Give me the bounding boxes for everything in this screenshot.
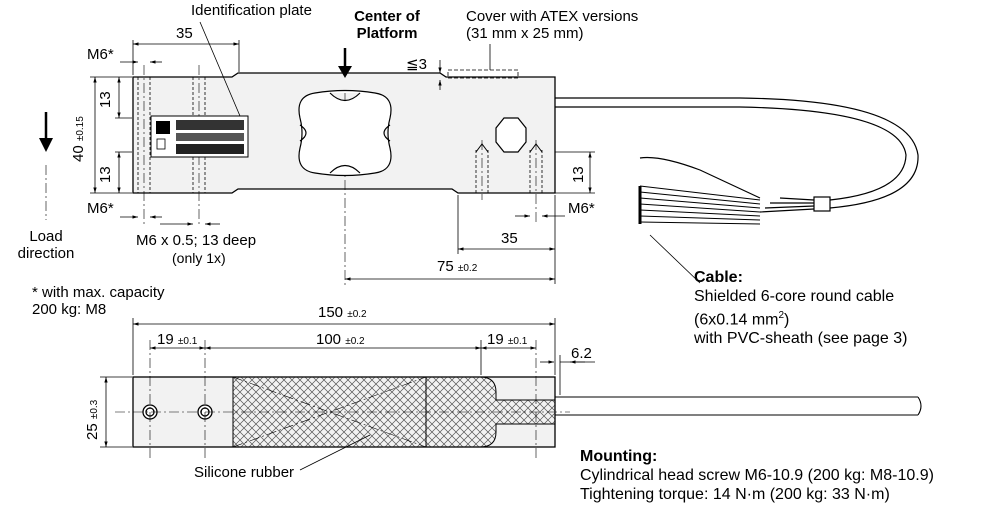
side-view — [132, 376, 922, 448]
dim-13-right: 13 — [570, 166, 587, 183]
load-direction-label: Load direction — [17, 228, 75, 262]
cable-gland-nut — [495, 117, 527, 153]
dim-100: 100 ±0.2 — [316, 331, 365, 348]
dim-25: 25 ±0.3 — [84, 399, 101, 440]
dim-le3: ≦3 — [406, 56, 427, 73]
center-arrow — [338, 48, 352, 78]
identification-plate — [150, 115, 249, 158]
dim-75: 75 ±0.2 — [437, 258, 478, 275]
cable — [555, 97, 919, 225]
top-dimensions — [90, 40, 595, 284]
side-dimensions — [100, 318, 595, 471]
dim-150: 150 ±0.2 — [318, 304, 367, 321]
footnote: * with max. capacity 200 kg: M8 — [32, 284, 165, 318]
dim-19-right: 19 ±0.1 — [487, 331, 528, 348]
dim-13-a: 13 — [97, 91, 114, 108]
dim-13-b: 13 — [97, 166, 114, 183]
load-direction-arrow — [39, 112, 53, 220]
thread-label: M6 x 0.5; 13 deep — [136, 232, 257, 249]
dim-19-left: 19 ±0.1 — [157, 331, 198, 348]
dim-40: 40 ±0.15 — [70, 116, 87, 162]
m6-bottom-left: M6* — [87, 200, 114, 217]
m6-top-left: M6* — [87, 46, 114, 63]
clover-cutout — [298, 89, 392, 177]
m6-bottom-right: M6* — [568, 200, 595, 217]
identification-plate-label: Identification plate — [191, 2, 312, 19]
mounting-info: Mounting: Cylindrical head screw M6-10.9… — [580, 448, 934, 503]
cover-label: Cover with ATEX versions (31 mm x 25 mm) — [466, 8, 639, 42]
dim-35-bottom: 35 — [501, 230, 518, 247]
dim-6-2: 6.2 — [571, 345, 592, 362]
center-of-platform-label: Center of Platform — [354, 8, 420, 42]
only-1x-label: (only 1x) — [172, 250, 226, 266]
silicone-rubber-label: Silicone rubber — [194, 464, 295, 481]
atex-cover — [447, 69, 519, 79]
cable-info: Cable: Shielded 6-core round cable (6x0.… — [694, 269, 908, 348]
dim-35-top: 35 — [176, 25, 193, 42]
